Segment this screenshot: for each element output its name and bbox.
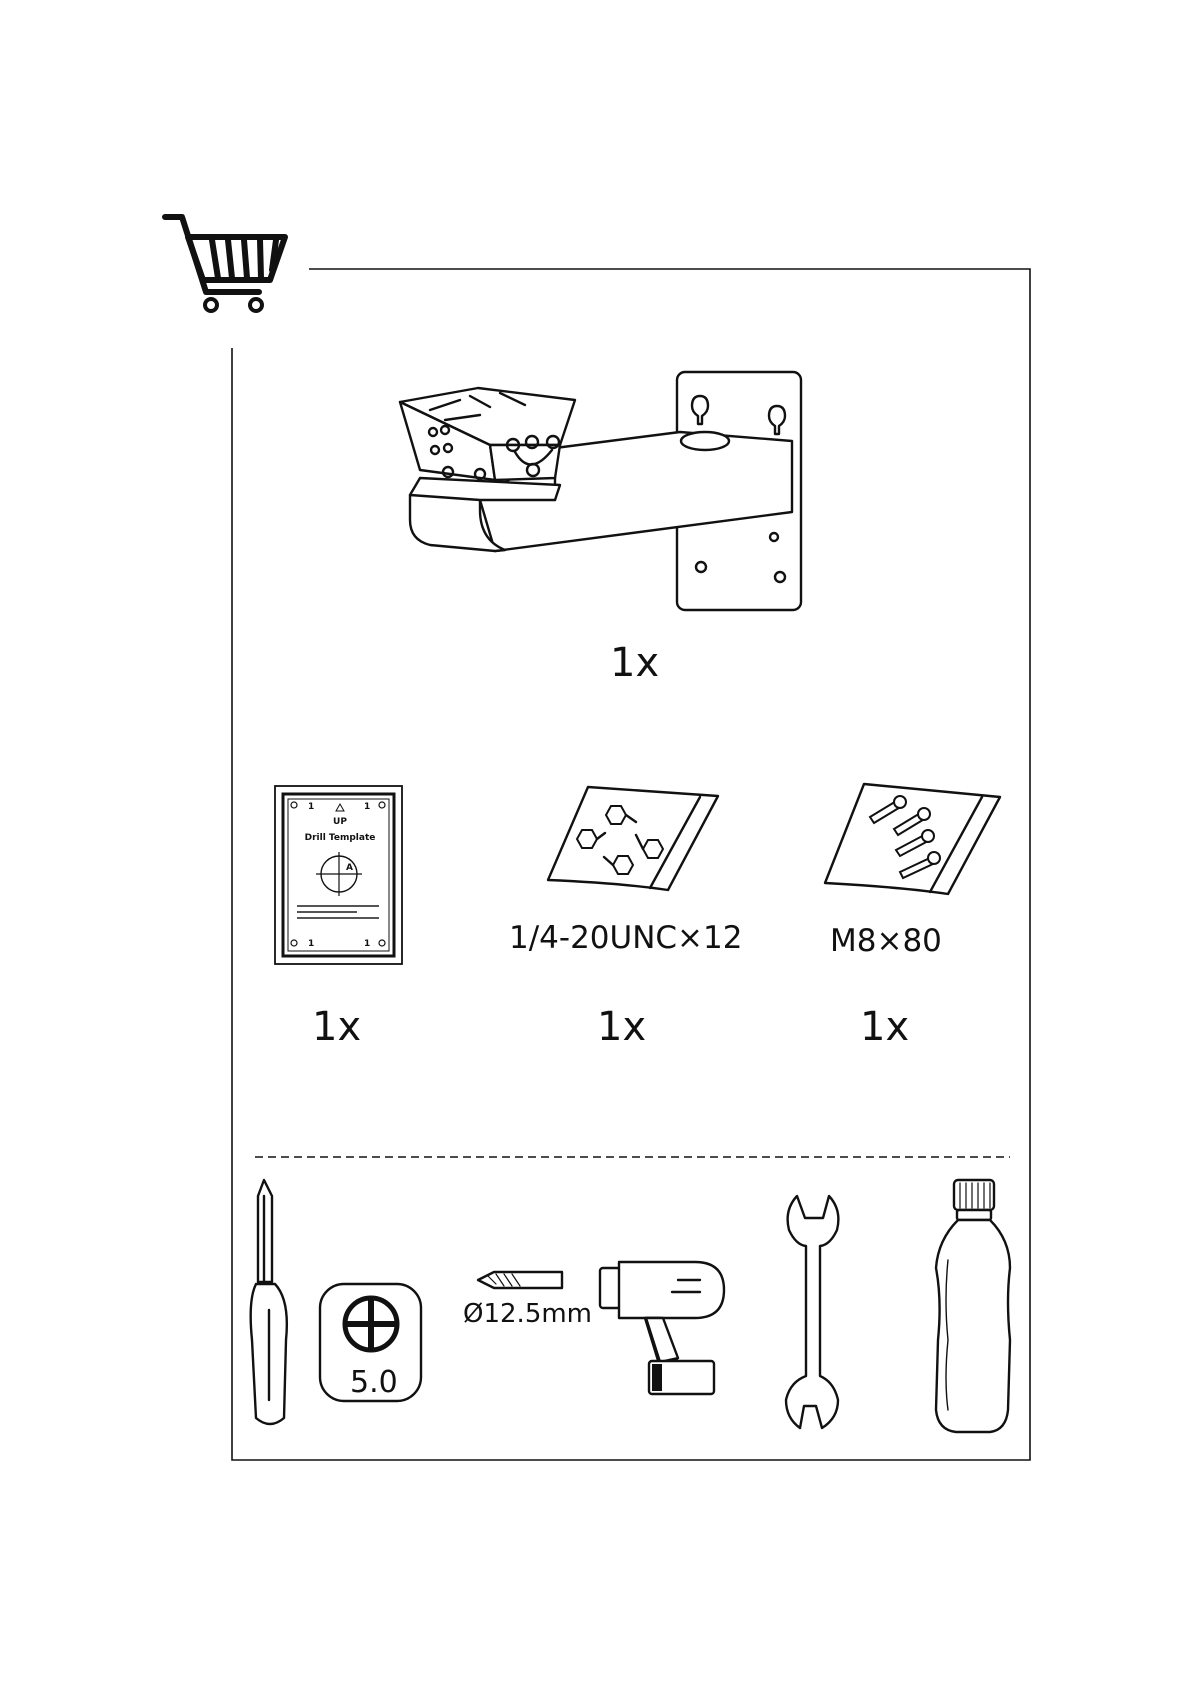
phillips-screwdriver-icon xyxy=(245,1175,295,1435)
bracket-quantity: 1x xyxy=(610,640,659,686)
anchors-quantity: 1x xyxy=(860,1004,909,1050)
screw-bag-icon xyxy=(545,780,725,900)
screw-spec-label: 1/4-20UNC×12 xyxy=(509,920,742,956)
template-up-label: UP xyxy=(333,817,347,827)
anchor-spec-label: M8×80 xyxy=(830,923,942,959)
screws-quantity: 1x xyxy=(597,1004,646,1050)
power-drill-icon xyxy=(595,1255,725,1400)
template-center-label: A xyxy=(346,863,353,873)
template-corner-mark: 1 xyxy=(364,939,370,949)
wrench-icon xyxy=(780,1190,840,1430)
bit-size-label: 5.0 xyxy=(350,1365,398,1400)
drill-bit-size-label: Ø12.5mm xyxy=(463,1299,592,1329)
drill-bit-icon xyxy=(470,1268,570,1292)
template-corner-mark: 1 xyxy=(308,802,314,812)
expansion-bolt-bag-icon xyxy=(820,775,1010,905)
drill-template-sheet-icon: 1 1 1 1 UP Drill Template A xyxy=(273,784,403,966)
template-corner-mark: 1 xyxy=(308,939,314,949)
template-title: Drill Template xyxy=(305,833,376,843)
template-corner-mark: 1 xyxy=(364,802,370,812)
drill-template-quantity: 1x xyxy=(312,1004,361,1050)
wall-mount-bracket-icon xyxy=(380,360,820,620)
sealant-bottle-icon xyxy=(930,1175,1020,1435)
